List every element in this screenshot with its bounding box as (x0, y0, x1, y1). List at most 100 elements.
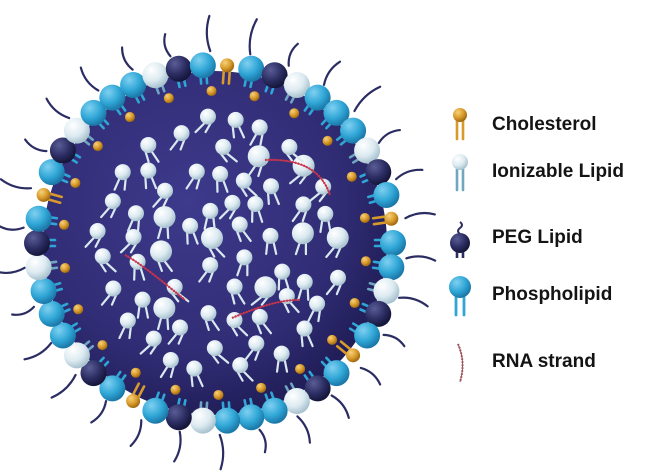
ionizable-lipid-head (226, 278, 243, 295)
lipid-tail (144, 149, 160, 163)
ionizable-lipid-head (157, 182, 174, 199)
lipid-tail (100, 293, 118, 306)
peg-chain (120, 46, 134, 71)
lipid-tail (190, 373, 204, 388)
phospholipid-head (323, 360, 350, 387)
ionizable-lipid-head (94, 248, 111, 265)
lipid-tail (297, 286, 310, 301)
phospholipid-head (38, 300, 65, 327)
cholesterol-head (70, 178, 81, 189)
ionizable-lipid-head (224, 194, 241, 211)
cholesterol-icon (453, 108, 467, 141)
phospholipid-head (120, 71, 147, 98)
peg-chain (0, 178, 33, 190)
ionizable-lipid-head (309, 295, 326, 312)
lipid-tail (255, 321, 273, 335)
phospholipid-head (323, 99, 350, 126)
ionizable-lipid-head (153, 206, 176, 229)
ionizable-lipid-head (89, 223, 106, 240)
cholesterol-head (126, 394, 141, 409)
ionizable-lipid-head (262, 227, 279, 244)
cholesterol-head (360, 256, 371, 267)
legend-item-rna: RNA strand (440, 340, 650, 384)
peg-lipid-head (304, 375, 331, 402)
lipid-tail (113, 176, 127, 191)
ionizable-lipid-head (231, 216, 248, 233)
ionizable-lipid-head (202, 257, 219, 274)
lipid-tail (325, 282, 343, 296)
phospholipid-head (25, 205, 52, 232)
ionizable-lipid-head (134, 291, 151, 308)
peg-lipid-head (24, 230, 50, 256)
lipid-tail (291, 209, 308, 223)
peg-chain (330, 394, 350, 419)
ionizable-lipid-head (173, 125, 190, 142)
cholesterol-head (249, 91, 260, 102)
lipid-tail (244, 348, 261, 361)
ionizable-lipid-head (354, 137, 381, 164)
cholesterol-head (92, 141, 103, 152)
phospholipid-head (99, 84, 126, 111)
cholesterol-head (97, 340, 108, 351)
cholesterol-head (359, 212, 370, 223)
ionizable-lipid-head (283, 71, 310, 98)
peg-lipid-head (365, 159, 392, 186)
phospholipid-head (214, 407, 241, 434)
legend-item-peg: PEG Lipid (440, 216, 650, 260)
peg-lipid-head (261, 62, 288, 89)
ionizable-lipid-head (172, 319, 189, 336)
ionizable-lipid-head (296, 320, 313, 337)
ionizable-lipid-head (199, 108, 216, 125)
cholesterol-head (346, 171, 357, 182)
ionizable-lipid-head (326, 226, 349, 249)
lipid-tail (230, 291, 246, 305)
peg-chain (377, 128, 401, 145)
phospholipid-head (80, 99, 107, 126)
peg-chain (90, 399, 108, 424)
cholesterol-head (163, 93, 174, 104)
lipid-tail (156, 259, 173, 273)
legend-label-rna: RNA strand (492, 351, 596, 372)
lipid-nanoparticle (0, 14, 437, 471)
lipid-tail (266, 191, 280, 206)
legend-label-peg: PEG Lipid (492, 227, 583, 248)
lipid-tail (235, 229, 252, 243)
ionizable-lipid-head (330, 269, 347, 286)
peg-chain (24, 138, 48, 153)
peg-chain (394, 168, 424, 181)
cholesterol-head (170, 384, 181, 395)
ionizable-lipid-head (145, 330, 162, 347)
lipid-tail (185, 176, 201, 190)
ionizable-lipid-head (162, 352, 179, 369)
peg-chain (258, 428, 267, 454)
ionizable-lipid-head (281, 139, 298, 156)
phospholipid-icon (449, 276, 471, 317)
lipid-tail (118, 325, 132, 340)
legend-label-cholesterol: Cholesterol (492, 114, 597, 135)
lipid-tail (133, 266, 146, 281)
lipid-tail (159, 364, 175, 379)
ionizable-lipid-head (215, 138, 232, 155)
lipid-tail (275, 358, 289, 373)
ionizable-lipid-head (235, 172, 252, 189)
legend-item-ionizable: Ionizable Lipid (440, 150, 650, 194)
cholesterol-head (349, 297, 360, 308)
legend-label-ionizable: Ionizable Lipid (492, 161, 624, 182)
peg-lipid-head (80, 360, 107, 387)
cholesterol-head (295, 363, 306, 374)
cholesterol-head (130, 367, 141, 378)
ionizable-lipid-head (254, 276, 277, 299)
peg-lipid-head (49, 137, 76, 164)
ionizable-lipid-head (273, 345, 290, 362)
cholesterol-head (59, 219, 70, 230)
peg-chain (405, 255, 437, 262)
ionizable-lipid-head (125, 228, 142, 245)
phospholipid-head (238, 404, 265, 431)
lipid-tail (157, 316, 170, 331)
ionizable-lipid-head (248, 335, 265, 352)
cholesterol-head (124, 112, 135, 123)
peg-lipid-head (165, 55, 192, 82)
ionizable-lipid-head (317, 205, 334, 222)
ionizable-lipid-head (247, 145, 270, 168)
